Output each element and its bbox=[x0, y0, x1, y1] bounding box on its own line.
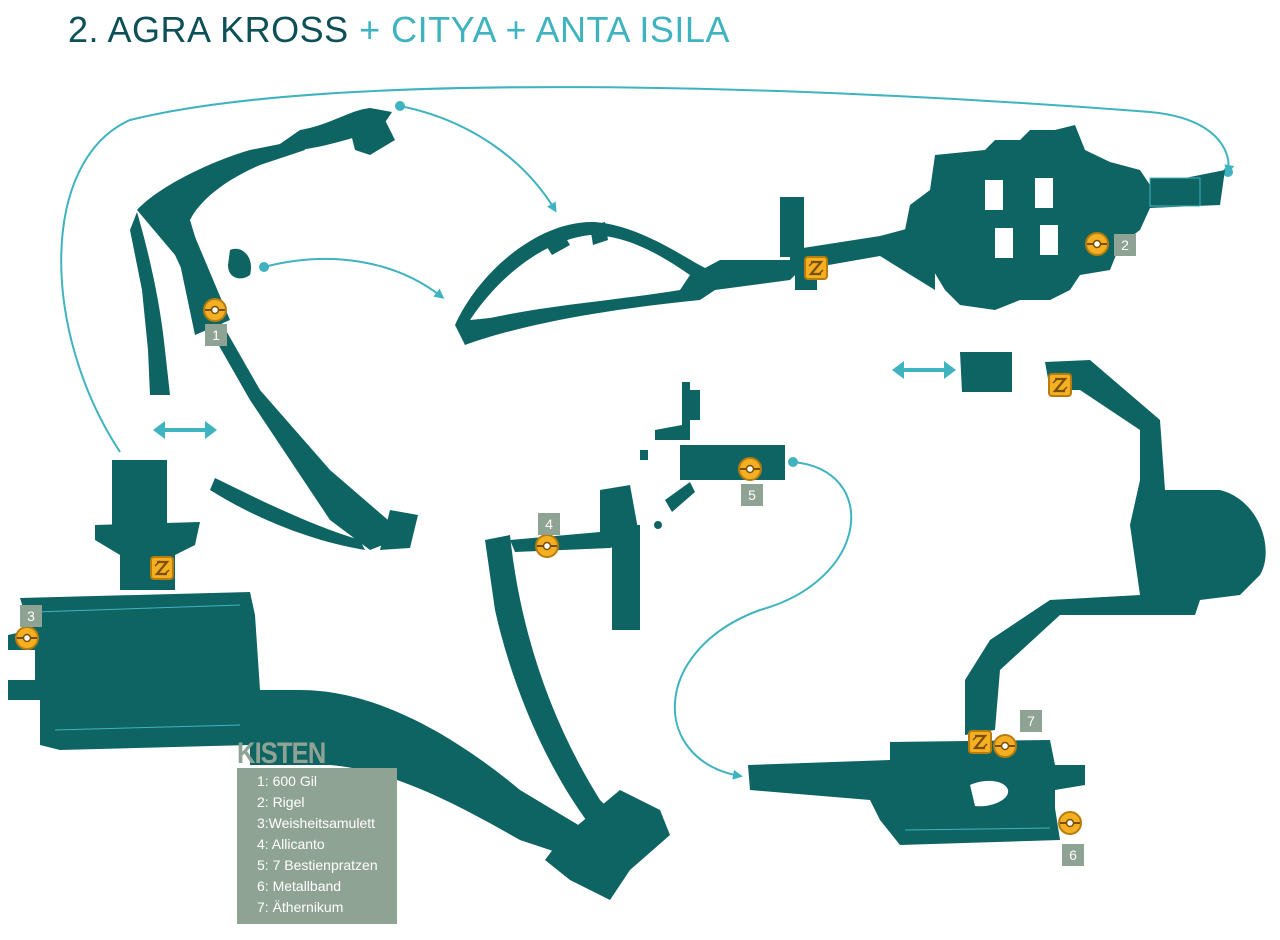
chest-label-6: 6 bbox=[1062, 844, 1084, 866]
path-top-loop bbox=[60, 86, 1235, 453]
chest-label-5: 5 bbox=[741, 484, 763, 506]
chest-marker-icon[interactable] bbox=[535, 534, 559, 558]
chest-label-7: 7 bbox=[1020, 710, 1042, 732]
legend-item: 3:Weisheitsamulett bbox=[257, 815, 376, 831]
map-areas bbox=[8, 108, 1266, 900]
save-point-icon[interactable] bbox=[149, 555, 175, 581]
chest-legend: KISTEN 1: 600 Gil 2: Rigel 3:Weisheitsam… bbox=[237, 737, 397, 924]
save-point-icon[interactable] bbox=[803, 255, 829, 281]
path-mid-link bbox=[263, 258, 445, 299]
double-arrow-icon bbox=[151, 419, 219, 441]
area-anta-isila-east bbox=[748, 352, 1266, 845]
title-part-agra-kross: 2. AGRA KROSS bbox=[68, 9, 349, 50]
save-point-icon[interactable] bbox=[1047, 372, 1073, 398]
area-agra-kross-north bbox=[130, 108, 418, 550]
chest-label-4: 4 bbox=[538, 513, 560, 535]
area-citya bbox=[455, 197, 935, 345]
title-part-citya-anta-isila: + CITYA + ANTA ISILA bbox=[348, 9, 730, 50]
legend-item: 2: Rigel bbox=[257, 794, 305, 810]
path-upper-link bbox=[399, 105, 557, 213]
legend-list: 1: 600 Gil 2: Rigel 3:Weisheitsamulett 4… bbox=[237, 768, 397, 924]
area-anta-isila-mid bbox=[485, 382, 785, 860]
connection-paths bbox=[60, 86, 1235, 780]
area-castle bbox=[905, 125, 1225, 310]
chest-marker-icon[interactable] bbox=[738, 457, 762, 481]
chest-marker-icon[interactable] bbox=[1085, 232, 1109, 256]
legend-item: 5: 7 Bestienpratzen bbox=[257, 857, 378, 873]
chest-marker-icon[interactable] bbox=[1058, 811, 1082, 835]
chest-marker-icon[interactable] bbox=[203, 298, 227, 322]
double-arrow-icon bbox=[890, 359, 958, 381]
area-left-hall bbox=[8, 460, 670, 900]
legend-item: 7: Äthernikum bbox=[257, 899, 344, 915]
chest-label-2: 2 bbox=[1114, 234, 1136, 256]
chest-label-3: 3 bbox=[20, 605, 42, 627]
legend-item: 4: Allicanto bbox=[257, 836, 325, 852]
chest-marker-icon[interactable] bbox=[15, 626, 39, 650]
legend-item: 1: 600 Gil bbox=[257, 773, 317, 789]
map-title: 2. AGRA KROSS + CITYA + ANTA ISILA bbox=[68, 8, 730, 52]
path-right-link bbox=[674, 461, 853, 780]
chest-label-1: 1 bbox=[205, 324, 227, 346]
legend-title: KISTEN bbox=[237, 737, 326, 770]
save-point-icon[interactable] bbox=[967, 729, 993, 755]
legend-item: 6: Metallband bbox=[257, 878, 342, 894]
chest-marker-icon[interactable] bbox=[993, 734, 1017, 758]
